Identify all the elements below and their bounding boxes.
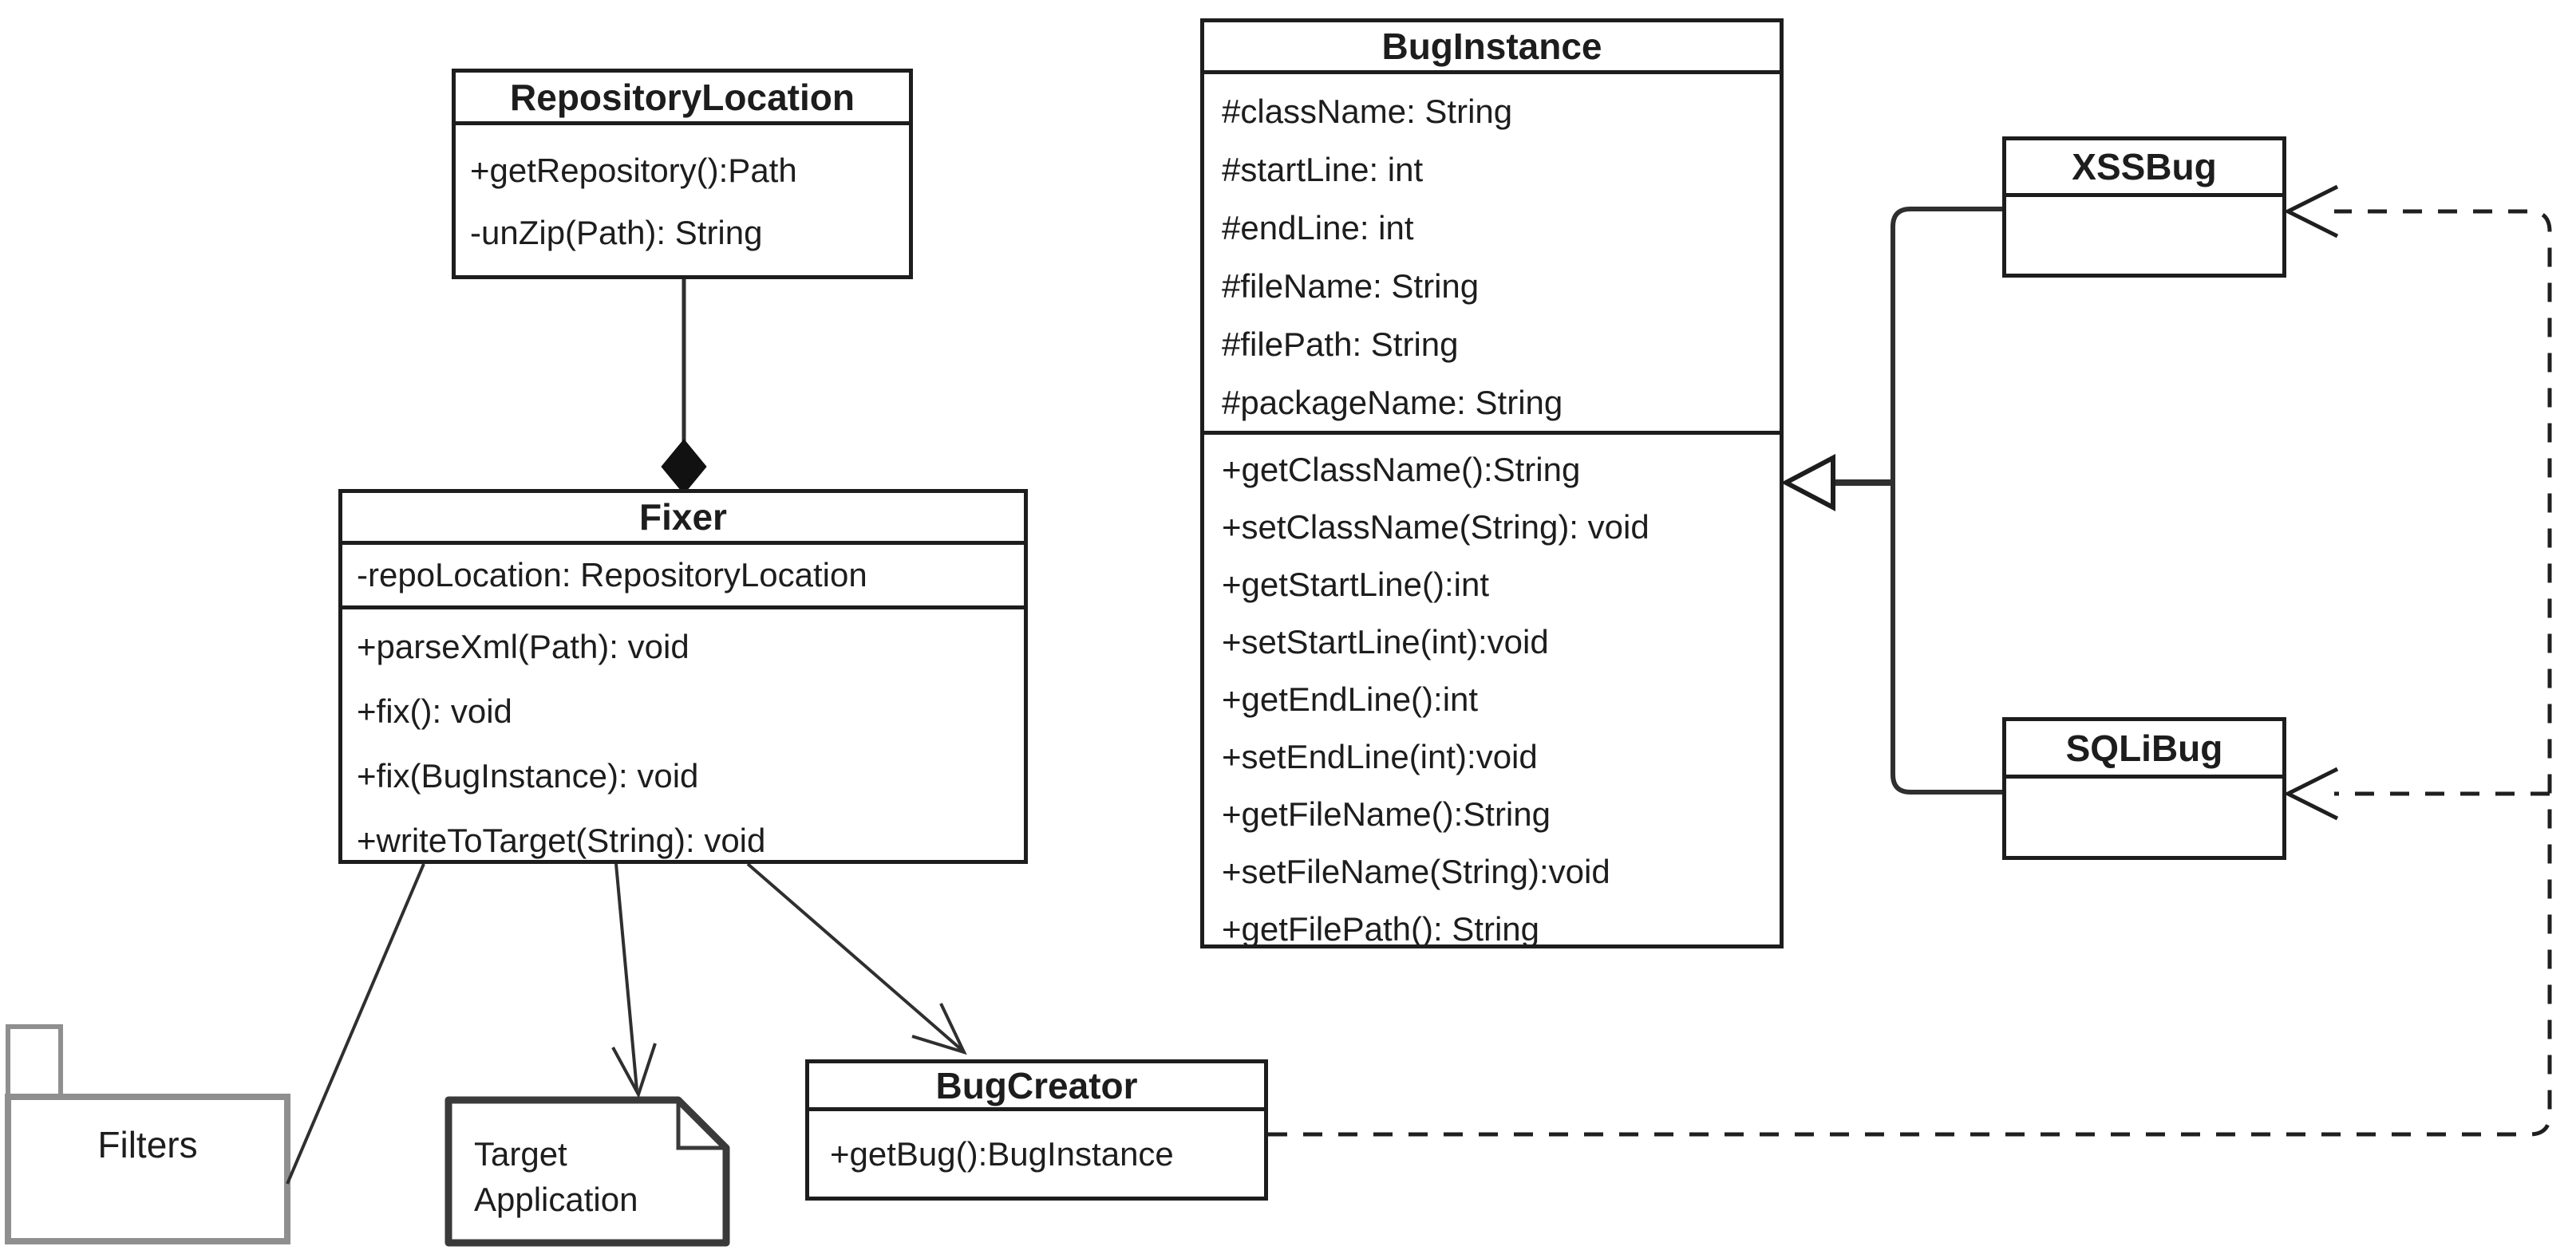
method-line: +setFileName(String):void bbox=[1222, 853, 1610, 890]
class-title: Fixer bbox=[342, 493, 1024, 545]
note-line: Application bbox=[474, 1181, 638, 1218]
generalization-connector bbox=[1780, 207, 2002, 795]
class-sqlibug: SQLiBug bbox=[2002, 717, 2286, 860]
method-compartment: +getClassName():String +setClassName(Str… bbox=[1204, 431, 1780, 958]
dependency-arrow-bugcreator-icon bbox=[911, 1003, 967, 1055]
method-line: +getEndLine():int bbox=[1222, 680, 1479, 718]
attribute-line: #filePath: String bbox=[1222, 325, 1459, 363]
method-line: +getRepository():Path bbox=[470, 152, 797, 189]
dependency-arrow-target-icon bbox=[611, 1043, 657, 1099]
attribute-line: #className: String bbox=[1222, 93, 1513, 130]
class-xssbug: XSSBug bbox=[2002, 136, 2286, 278]
attribute-line: #fileName: String bbox=[1222, 267, 1480, 305]
package-filters-label: Filters bbox=[97, 1124, 198, 1165]
method-line: +fix(BugInstance): void bbox=[357, 757, 699, 795]
package-shape bbox=[5, 1024, 290, 1244]
dependency-arrow-xssbug-icon bbox=[2283, 184, 2339, 239]
dependency-fixer-target bbox=[611, 863, 657, 1099]
class-fixer: Fixer -repoLocation: RepositoryLocation … bbox=[338, 489, 1028, 864]
class-title: BugCreator bbox=[809, 1063, 1264, 1111]
attribute-compartment: #className: String #startLine: int #endL… bbox=[1204, 74, 1780, 431]
note-target-application-label: Target Application bbox=[474, 1131, 713, 1222]
dependency-fixer-bugcreator bbox=[746, 862, 967, 1055]
empty-compartment bbox=[2006, 779, 2282, 856]
method-line: +getFilePath(): String bbox=[1222, 910, 1540, 948]
method-line: +getFileName():String bbox=[1222, 795, 1551, 833]
method-line: +setStartLine(int):void bbox=[1222, 623, 1549, 661]
method-compartment: +parseXml(Path): void +fix(): void +fix(… bbox=[342, 605, 1024, 873]
method-compartment: +getBug():BugInstance bbox=[809, 1111, 1264, 1197]
attribute-line: #endLine: int bbox=[1222, 209, 1414, 246]
class-title: XSSBug bbox=[2006, 140, 2282, 197]
class-title: SQLiBug bbox=[2006, 721, 2282, 779]
dependency-connector-bugcreator-to-bugs bbox=[1268, 209, 2552, 1137]
method-line: +getStartLine():int bbox=[1222, 566, 1490, 603]
attribute-line: -repoLocation: RepositoryLocation bbox=[357, 556, 867, 593]
class-title: RepositoryLocation bbox=[456, 73, 909, 125]
attribute-line: #packageName: String bbox=[1222, 384, 1563, 421]
note-line: Target bbox=[474, 1135, 567, 1173]
class-title: BugInstance bbox=[1204, 22, 1780, 74]
method-line: +parseXml(Path): void bbox=[357, 628, 689, 665]
attribute-line: #startLine: int bbox=[1222, 151, 1424, 188]
method-line: +fix(): void bbox=[357, 692, 512, 730]
dependency-arrow-sqlibug-icon bbox=[2283, 767, 2339, 821]
class-buginstance: BugInstance #className: String #startLin… bbox=[1200, 18, 1784, 948]
method-line: +writeToTarget(String): void bbox=[357, 822, 766, 859]
association-fixer-filters bbox=[286, 863, 425, 1185]
composition-connector bbox=[661, 279, 707, 495]
method-line: -unZip(Path): String bbox=[470, 214, 763, 251]
method-line: +setEndLine(int):void bbox=[1222, 738, 1538, 775]
attribute-compartment: -repoLocation: RepositoryLocation bbox=[342, 545, 1024, 605]
class-repositorylocation: RepositoryLocation +getRepository():Path… bbox=[452, 69, 913, 279]
composition-diamond-icon bbox=[661, 439, 707, 495]
method-compartment: +getRepository():Path -unZip(Path): Stri… bbox=[456, 125, 909, 264]
note-shape bbox=[444, 1096, 730, 1247]
method-line: +getBug():BugInstance bbox=[830, 1134, 1174, 1173]
method-line: +getClassName():String bbox=[1222, 451, 1581, 488]
method-line: +setClassName(String): void bbox=[1222, 508, 1650, 546]
empty-compartment bbox=[2006, 197, 2282, 274]
generalization-triangle-icon bbox=[1780, 454, 1835, 511]
class-bugcreator: BugCreator +getBug():BugInstance bbox=[805, 1059, 1268, 1201]
